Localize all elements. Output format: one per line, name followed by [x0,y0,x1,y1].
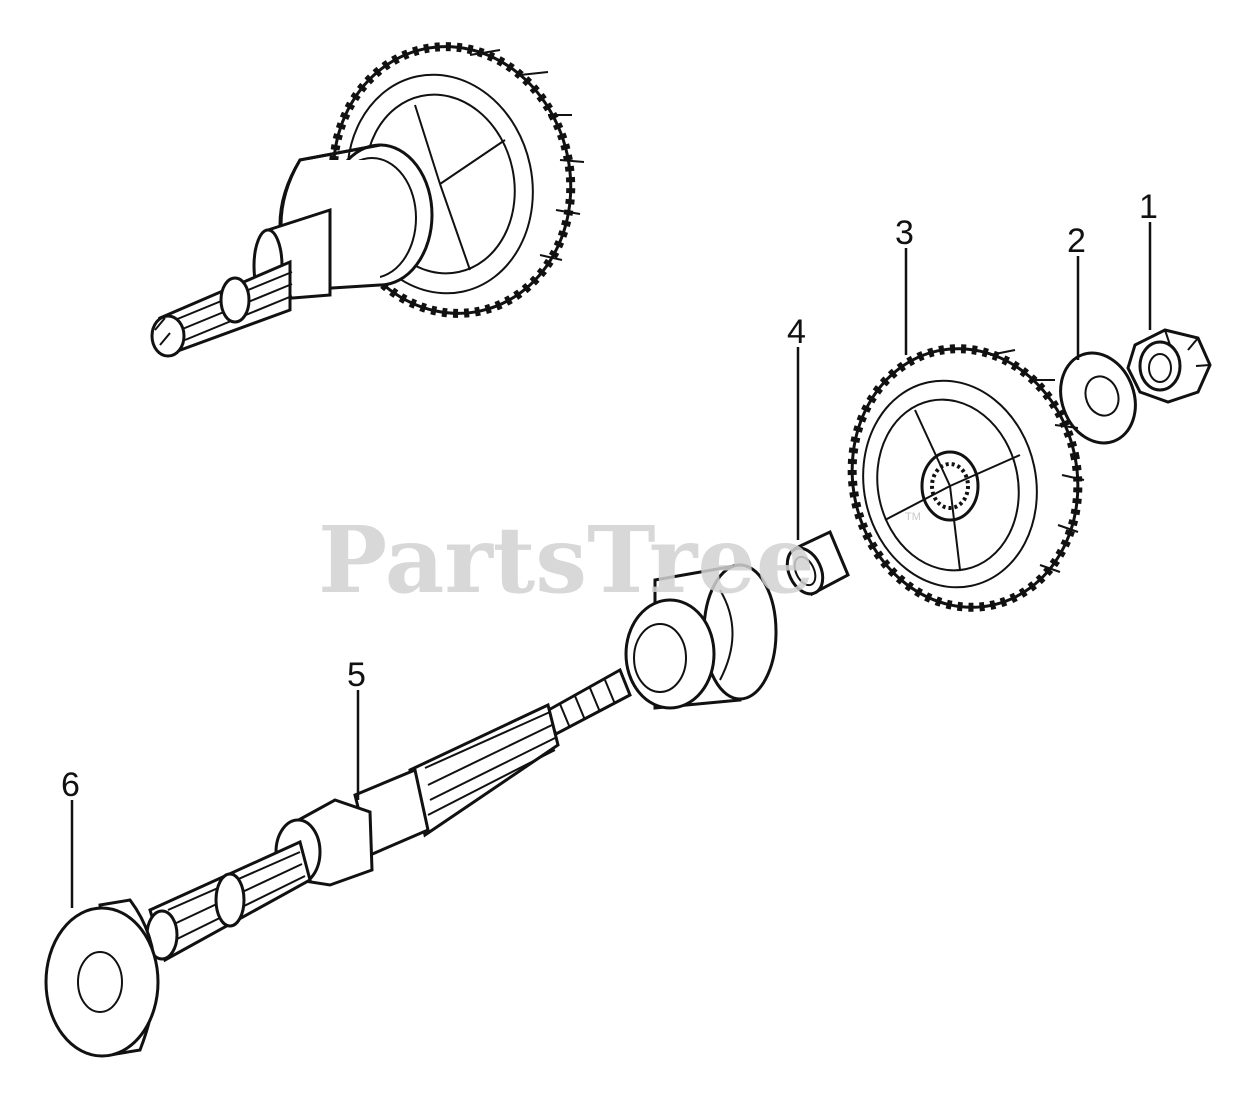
part-2-washer[interactable] [1048,342,1147,453]
part-3-gear[interactable] [828,328,1101,629]
callout-2[interactable]: 2 [1067,222,1086,260]
callout-4[interactable]: 4 [787,313,806,351]
lower-bearing [624,563,778,710]
part-4-bushing[interactable] [780,529,850,600]
callout-5[interactable]: 5 [347,656,366,694]
part-1-hex-nut[interactable] [1126,328,1212,404]
leader-lines [70,222,1152,908]
top-spline-shaft [150,259,293,358]
callout-1[interactable]: 1 [1139,188,1158,226]
watermark-trademark: TM [905,511,921,523]
assembled-shaft-gear[interactable] [150,24,595,358]
callout-6[interactable]: 6 [61,766,80,804]
part-5-shaft[interactable] [145,667,632,963]
part-6-thrust-washer[interactable] [44,898,160,1058]
watermark-logo: PartsTree [318,506,814,614]
callout-3[interactable]: 3 [895,214,914,252]
